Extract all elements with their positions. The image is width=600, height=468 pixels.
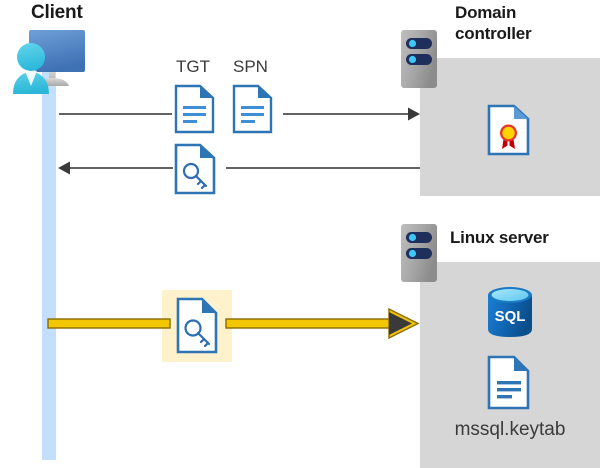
domain-controller-title-line2: controller xyxy=(455,24,532,43)
tgt-label: TGT xyxy=(176,57,210,76)
keytab-document-icon xyxy=(487,355,531,410)
service-ticket-key-document-icon-response xyxy=(174,143,217,195)
service-ticket-key-document-icon xyxy=(176,297,219,354)
sql-label: SQL xyxy=(495,308,526,325)
spn-label: SPN xyxy=(233,57,268,76)
tgt-document-icon xyxy=(174,84,215,134)
domain-controller-server-rack-icon xyxy=(400,29,438,89)
arrow-response-to-client xyxy=(58,161,420,175)
domain-controller-title-line1: Domain xyxy=(455,3,517,22)
spn-document-icon xyxy=(232,84,273,134)
client-title: Client xyxy=(31,2,83,23)
client-workstation-icon xyxy=(8,26,94,98)
sql-database-icon: SQL xyxy=(484,285,536,341)
arrow-service-ticket-to-linux xyxy=(47,307,420,340)
domain-controller-title: Domain controller xyxy=(455,2,595,44)
keytab-filename-label: mssql.keytab xyxy=(454,419,566,440)
linux-server-title: Linux server xyxy=(450,228,549,247)
client-lifeline xyxy=(42,68,56,460)
certificate-document-icon xyxy=(487,104,531,156)
linux-server-rack-icon xyxy=(400,223,438,283)
